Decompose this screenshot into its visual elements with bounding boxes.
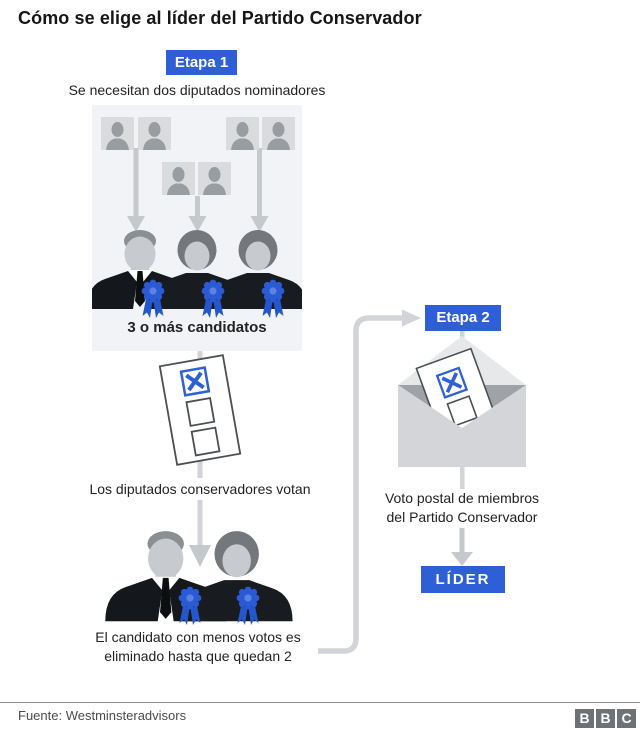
bbc-logo-letter: B	[596, 709, 615, 728]
down-arrow-icon	[451, 552, 473, 566]
photo-placeholder-icon	[226, 117, 259, 150]
elimination-caption-line2: eliminado hasta que quedan 2	[104, 648, 292, 664]
nominator-arrows	[127, 148, 269, 232]
right-arrow-icon	[402, 309, 421, 327]
photo-placeholder-icon	[262, 117, 295, 150]
stage1-badge: Etapa 1	[166, 50, 237, 75]
page-title: Cómo se elige al líder del Partido Conse…	[18, 8, 422, 28]
postal-vote-caption-line1: Voto postal de miembros	[384, 490, 540, 506]
photo-placeholder-icon	[101, 117, 134, 150]
down-arrow-icon	[127, 148, 145, 232]
stage2-badge: Etapa 2	[425, 305, 501, 331]
stage2-flow-connector	[318, 315, 402, 654]
bbc-blocks-logo: B B C	[575, 709, 636, 728]
flow-connector	[460, 331, 465, 340]
leader-badge: LÍDER	[421, 566, 505, 593]
down-arrow-icon	[188, 196, 207, 232]
photo-placeholder-icon	[162, 162, 195, 195]
flow-connector	[460, 467, 465, 489]
bbc-logo-letter: B	[575, 709, 594, 728]
flow-connector	[197, 500, 203, 545]
stage1-intro-caption: Se necesitan dos diputados nominadores	[68, 82, 326, 98]
photo-placeholder-icon	[138, 117, 171, 150]
footer-divider	[0, 702, 640, 703]
photo-placeholder-icon	[198, 162, 231, 195]
ballot-paper-icon	[158, 354, 242, 466]
source-credit: Fuente: Westminsteradvisors	[18, 708, 187, 723]
down-arrow-icon	[189, 545, 211, 567]
elimination-caption-line1: El candidato con menos votos es	[95, 629, 301, 645]
flow-connector	[459, 528, 465, 554]
candidates-caption: 3 o más candidatos	[127, 319, 267, 336]
elimination-caption: El candidato con menos votos es eliminad…	[18, 628, 378, 666]
envelope-icon	[398, 336, 526, 467]
postal-vote-caption-line2: del Partido Conservador	[386, 509, 538, 525]
postal-vote-caption: Voto postal de miembros del Partido Cons…	[352, 489, 572, 527]
bbc-logo-letter: C	[617, 709, 636, 728]
down-arrow-icon	[250, 148, 269, 232]
mps-vote-caption: Los diputados conservadores votan	[89, 481, 311, 497]
